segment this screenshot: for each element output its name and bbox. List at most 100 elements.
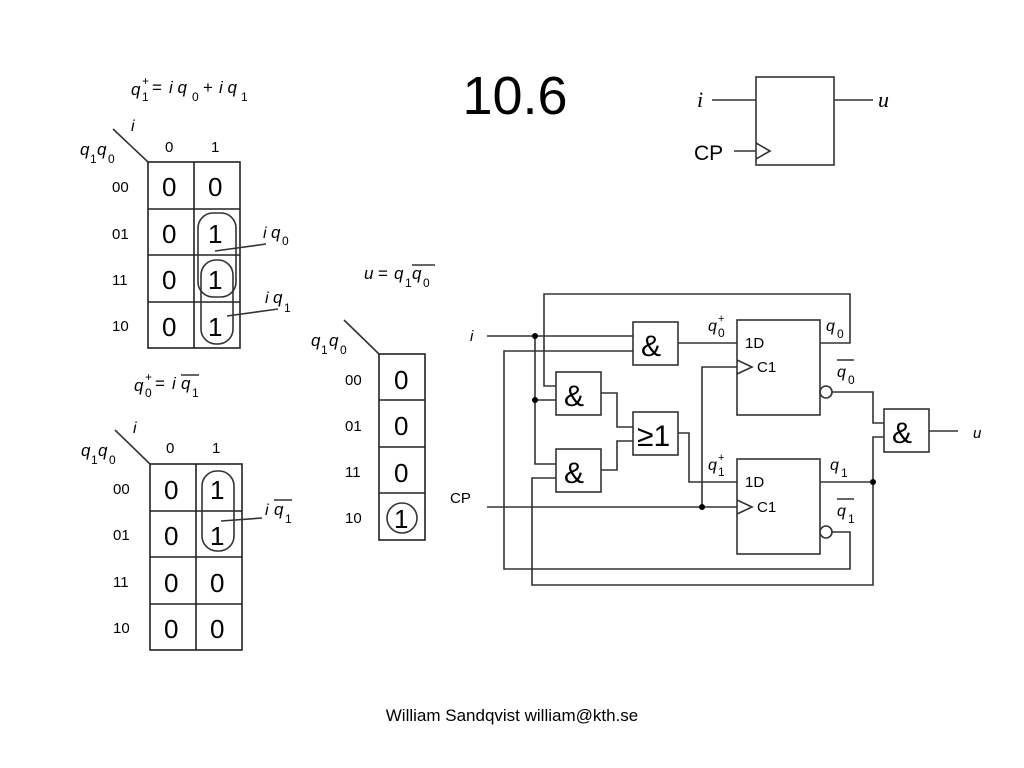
eq-term-i: i [172, 374, 177, 393]
gate-symbol: & [564, 380, 584, 413]
ff-clk-label: C1 [757, 359, 776, 376]
and-gate-iq1: & [555, 448, 602, 493]
wire-q1bar-feedback [503, 350, 851, 570]
eq-lhs: u [364, 264, 374, 283]
gate-body [555, 448, 602, 493]
gate-symbol: ≥1 [637, 420, 670, 453]
kmap-cell: 0 [208, 172, 222, 202]
row-var-q0: q [98, 441, 108, 460]
circuit: & & & ≥1 & 1D C1 1D [450, 293, 982, 586]
kmap-row-header: 01 [113, 527, 130, 544]
kmap-group-iq1 [200, 259, 234, 345]
label-var: q [271, 223, 281, 242]
label-var: q [274, 500, 284, 519]
kmap-q0-equation: q + 0 = i q 1 [134, 370, 199, 400]
label-sub: 1 [841, 466, 848, 480]
kmap-cell: 1 [208, 312, 222, 342]
gate-body [632, 321, 679, 366]
row-var-q1-sub: 1 [90, 152, 97, 166]
kmap-group-q1q0bar [386, 502, 418, 534]
gate-symbol: & [892, 417, 912, 450]
gate-symbol: & [641, 330, 661, 363]
kmap-cell: 0 [164, 475, 178, 505]
kmap-row-header: 00 [345, 372, 362, 389]
group-label-iq1: i q 1 [265, 288, 291, 315]
label-sub: 1 [284, 301, 291, 315]
kmap-cell: 0 [394, 411, 408, 441]
kmap-row-header: 00 [112, 179, 129, 196]
kmap-col-header: 0 [165, 139, 173, 156]
ff-clk-label: C1 [757, 499, 776, 516]
ff-d-label: 1D [745, 474, 764, 491]
gate-body [883, 408, 930, 453]
eq-sub1: 1 [405, 276, 412, 290]
kmap-cell: 0 [164, 568, 178, 598]
footer-author: William Sandqvist william@kth.se [385, 706, 639, 725]
label-i: i [265, 502, 269, 519]
wire-q0bar-out [832, 391, 884, 424]
kmap-row-header: 10 [113, 620, 130, 637]
eq-lhs-var: q [134, 376, 144, 395]
label-sup: + [718, 452, 724, 464]
label-sub: 0 [848, 373, 855, 387]
label-var: q [837, 503, 846, 520]
label-var: q [273, 288, 283, 307]
inverter-bubble-icon [819, 385, 833, 399]
wire-q1-next [678, 432, 737, 483]
kmap-q1-next: q + 1 = i q 0 + i q 1 i q 1 q 0 0 1 00 0… [80, 74, 291, 349]
label-q1: q 1 [830, 457, 848, 480]
kmap-cell: 0 [210, 568, 224, 598]
kmap-row-header: 11 [345, 464, 361, 481]
eq-term-var: q [181, 374, 191, 393]
eq-lhs-sup: + [142, 74, 149, 88]
kmap-row-header: 11 [112, 272, 128, 289]
row-var-q1: q [80, 140, 90, 159]
wire-q1-out [872, 436, 884, 482]
eq-equals: = [152, 78, 162, 97]
label-var: q [826, 318, 835, 335]
label-q0: q 0 [826, 318, 844, 341]
kmap-cell: 0 [210, 614, 224, 644]
wire-and3-or [601, 440, 633, 471]
label-sup: + [718, 313, 724, 325]
kmap-row-header: 10 [112, 318, 129, 335]
eq-equals: = [378, 264, 388, 283]
eq-plus: + [203, 78, 213, 97]
kmap-col-header: 1 [212, 440, 220, 457]
kmap-col-var: i [133, 420, 137, 437]
block-symbol: i CP u [694, 76, 889, 166]
and-gate-iq0: & [555, 371, 602, 416]
eq-lhs-var: q [131, 80, 141, 99]
eq-term-1-sub: 0 [192, 90, 199, 104]
block-clock-triangle-icon [755, 142, 772, 160]
circuit-output-u-label: u [973, 425, 982, 442]
label-sub: 0 [837, 327, 844, 341]
group-label-iq1bar: i q 1 [265, 499, 292, 526]
wire-and2-or [601, 392, 633, 428]
eq-term-2-sub: 1 [241, 90, 248, 104]
kmap-group-iq1bar [201, 470, 235, 552]
ff-d-label: 1D [745, 335, 764, 352]
d-flipflop-0: 1D C1 [736, 319, 833, 416]
row-var-q0-sub: 0 [108, 152, 115, 166]
kmap-row-header: 01 [345, 418, 362, 435]
kmap-col-header: 0 [166, 440, 174, 457]
label-var: q [837, 364, 846, 381]
eq-lhs-sub: 1 [142, 90, 149, 104]
circuit-input-i-label: i [470, 328, 474, 345]
kmap-row-header: 11 [113, 574, 129, 591]
kmap-corner-diagonal [114, 429, 151, 465]
label-q1-bar: q 1 [837, 498, 855, 526]
kmap-col-var: i [131, 118, 135, 135]
eq-lhs-sup: + [145, 370, 152, 384]
or-gate: ≥1 [632, 411, 679, 456]
kmap-u-equation: u = q 1 q 0 [364, 264, 435, 290]
kmap-row-header: 01 [112, 226, 129, 243]
kmap-cell: 1 [208, 265, 222, 295]
kmap-row-vars: q 1 q 0 [81, 441, 116, 467]
label-q1-next: q + 1 [708, 452, 725, 479]
kmap-cell: 0 [162, 265, 176, 295]
kmap-u: u = q 1 q 0 q 1 q 0 00 01 11 10 0 0 0 1 [311, 264, 435, 541]
eq-var2: q [412, 264, 422, 283]
kmap-cell: 1 [394, 504, 408, 534]
